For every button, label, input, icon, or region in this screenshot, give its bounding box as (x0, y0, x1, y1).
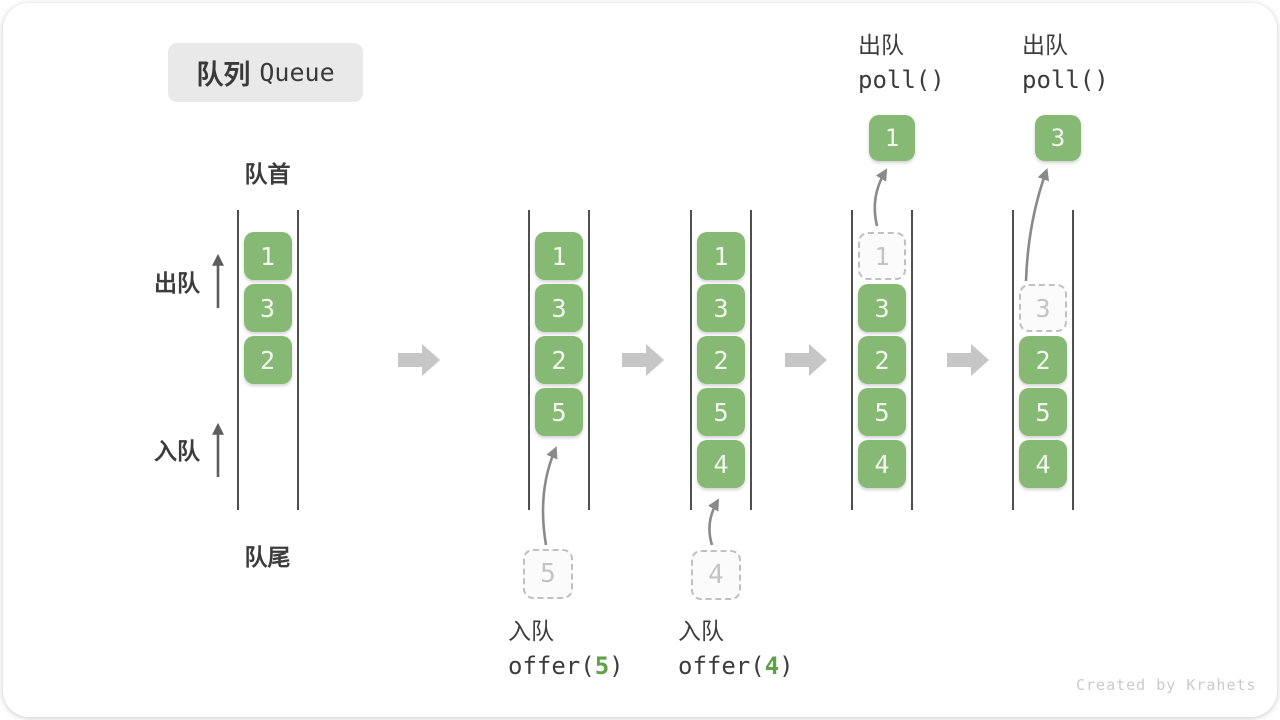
enqueue-op-code: offer(5) (508, 652, 624, 680)
label-enqueue-side: 入队 (154, 438, 200, 464)
dequeue-op-zh: 出队 (1022, 32, 1068, 58)
popped-item: 3 (1035, 115, 1081, 161)
queue-item: 5 (1019, 388, 1067, 436)
queue-item: 5 (858, 388, 906, 436)
queue-wall-left (528, 210, 530, 510)
queue-wall-right (588, 210, 590, 510)
queue-wall-right (1072, 210, 1074, 510)
queue-item: 1 (243, 232, 292, 280)
dequeue-op-label: 出队 poll() (858, 28, 945, 98)
label-queue-rear: 队尾 (244, 544, 291, 570)
queue-item: 2 (535, 336, 583, 384)
title-box: 队列 Queue (168, 43, 363, 102)
queue-item: 2 (858, 336, 906, 384)
title-zh: 队列 (196, 60, 251, 90)
queue-item: 3 (243, 284, 292, 332)
watermark: Created by Krahets (1076, 676, 1257, 694)
enqueue-op-zh: 入队 (508, 618, 554, 644)
dequeue-op-code: poll() (858, 66, 945, 94)
pending-item: 4 (691, 550, 741, 600)
queue-item: 2 (1019, 336, 1067, 384)
queue-wall-left (690, 210, 692, 510)
queue-item: 3 (858, 284, 906, 332)
enqueue-op-label: 入队 offer(4) (678, 614, 794, 684)
label-queue-front: 队首 (244, 161, 291, 187)
label-dequeue-side: 出队 (154, 270, 200, 296)
queue-item: 4 (858, 440, 906, 488)
queue-wall-right (911, 210, 913, 510)
removed-slot: 3 (1019, 284, 1067, 332)
queue-item: 2 (243, 336, 292, 384)
popped-item: 1 (869, 115, 915, 161)
removed-slot: 1 (858, 232, 906, 280)
queue-item: 2 (697, 336, 745, 384)
queue-item: 3 (535, 284, 583, 332)
queue-item: 3 (697, 284, 745, 332)
queue-wall-right (750, 210, 752, 510)
dequeue-op-label: 出队 poll() (1022, 28, 1109, 98)
queue-wall-right (296, 210, 299, 510)
queue-wall-left (1012, 210, 1014, 510)
queue-item: 1 (697, 232, 745, 280)
title-en: Queue (259, 58, 335, 87)
queue-item: 4 (1019, 440, 1067, 488)
enqueue-op-label: 入队 offer(5) (508, 614, 624, 684)
dequeue-op-zh: 出队 (858, 32, 904, 58)
queue-item: 5 (535, 388, 583, 436)
queue-wall-left (236, 210, 239, 510)
queue-item: 4 (697, 440, 745, 488)
pending-item: 5 (523, 549, 573, 599)
diagram-card (3, 3, 1277, 717)
enqueue-arg: 5 (594, 652, 610, 680)
enqueue-op-zh: 入队 (678, 618, 724, 644)
queue-item: 1 (535, 232, 583, 280)
dequeue-op-code: poll() (1022, 66, 1109, 94)
enqueue-arg: 4 (764, 652, 780, 680)
queue-wall-left (851, 210, 853, 510)
enqueue-op-code: offer(4) (678, 652, 794, 680)
queue-item: 5 (697, 388, 745, 436)
